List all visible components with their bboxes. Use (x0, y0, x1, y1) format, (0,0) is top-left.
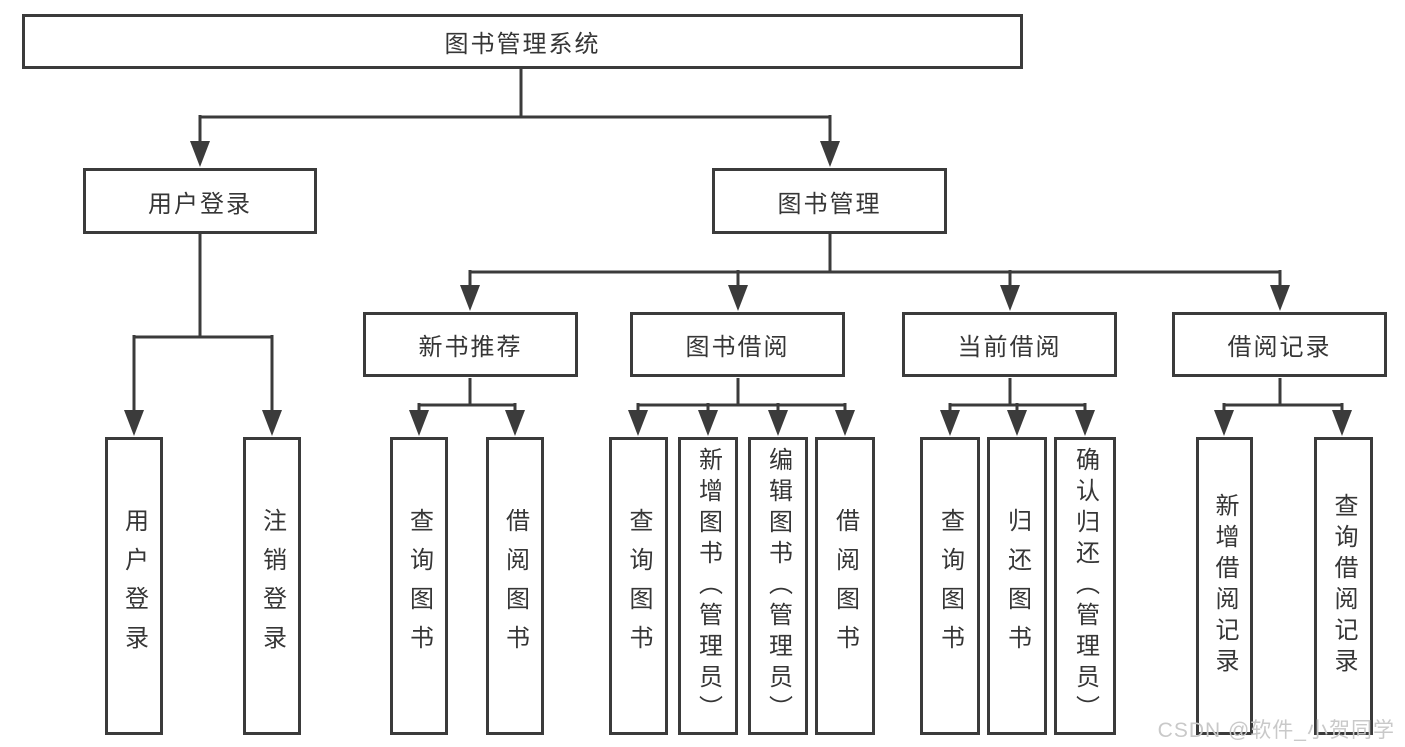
leaf-label: 编辑图书（管理员） (764, 446, 792, 726)
leaf-user-login: 用户登录 (105, 437, 163, 735)
leaf-label: 查询图书 (405, 508, 433, 664)
leaf-label: 借阅图书 (831, 508, 859, 664)
node-user-login: 用户登录 (83, 168, 317, 234)
node-library-management-system: 图书管理系统 (22, 14, 1023, 69)
node-book-management: 图书管理 (712, 168, 947, 234)
leaf-borrow-books-recommend: 借阅图书 (486, 437, 544, 735)
node-borrow-records: 借阅记录 (1172, 312, 1387, 377)
leaf-logout: 注销登录 (243, 437, 301, 735)
arrowheads (124, 141, 1352, 436)
leaf-add-borrow-record: 新增借阅记录 (1196, 437, 1253, 735)
leaf-add-books-admin: 新增图书（管理员） (678, 437, 738, 735)
node-book-borrow: 图书借阅 (630, 312, 845, 377)
leaf-label: 确认归还（管理员） (1071, 446, 1099, 726)
leaf-label: 归还图书 (1003, 508, 1031, 664)
leaf-label: 查询借阅记录 (1330, 493, 1357, 679)
leaf-label: 借阅图书 (501, 508, 529, 664)
leaf-return-books: 归还图书 (987, 437, 1047, 735)
leaf-label: 新增图书（管理员） (694, 446, 722, 726)
leaf-label: 新增借阅记录 (1211, 493, 1238, 679)
leaf-edit-books-admin: 编辑图书（管理员） (748, 437, 808, 735)
leaf-query-books-current: 查询图书 (920, 437, 980, 735)
leaf-query-books-borrow: 查询图书 (609, 437, 668, 735)
leaf-confirm-return-admin: 确认归还（管理员） (1054, 437, 1116, 735)
watermark-text: CSDN @软件_小贺同学 (1157, 719, 1395, 742)
leaf-label: 用户登录 (120, 508, 148, 664)
node-new-book-recommend: 新书推荐 (363, 312, 578, 377)
leaf-label: 查询图书 (936, 508, 964, 664)
leaf-label: 查询图书 (625, 508, 652, 664)
node-current-borrow: 当前借阅 (902, 312, 1117, 377)
leaf-query-books-recommend: 查询图书 (390, 437, 448, 735)
leaf-label: 注销登录 (258, 508, 286, 664)
leaf-query-borrow-record: 查询借阅记录 (1314, 437, 1373, 735)
leaf-borrow-books: 借阅图书 (815, 437, 875, 735)
